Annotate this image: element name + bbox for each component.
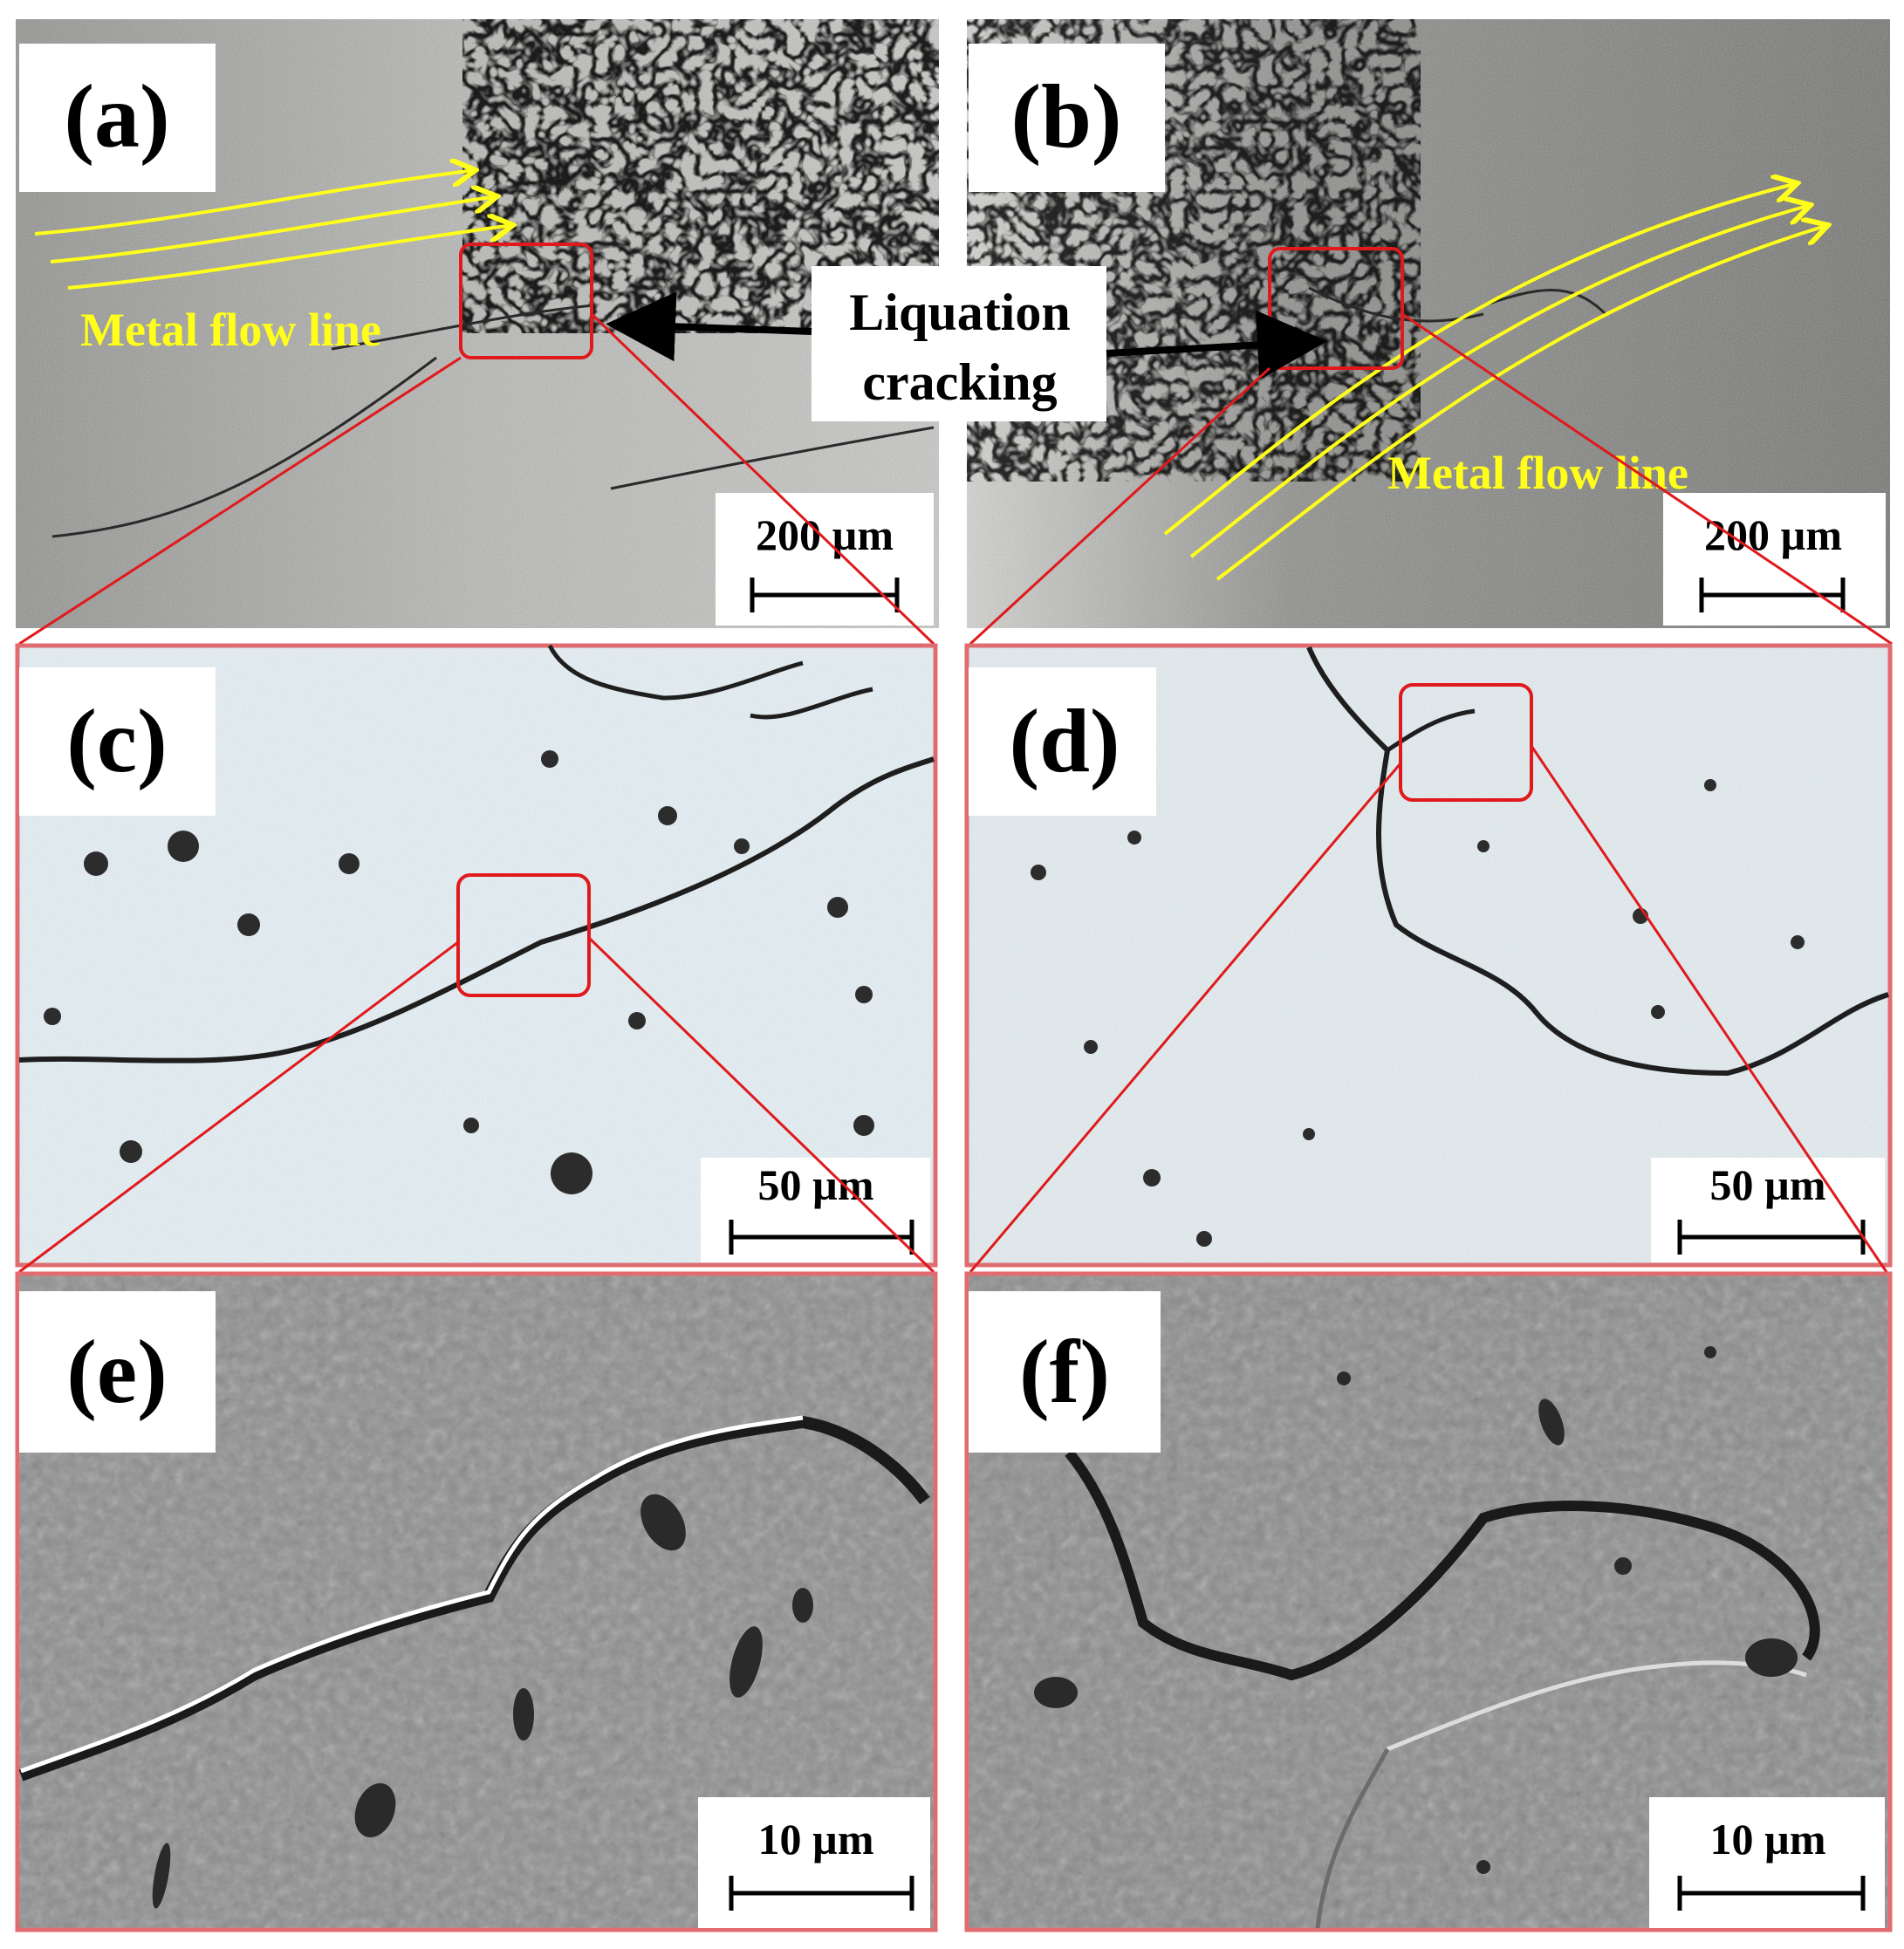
panel-a-cracks (51, 304, 935, 538)
panel-c-scale-bar (729, 1220, 914, 1255)
panel-e-label-box (19, 1291, 216, 1453)
panel-a-scale-text: 200 µm (756, 510, 894, 559)
liquation-label-box (812, 266, 1106, 421)
panel-c-label-box (19, 667, 216, 816)
arrow-left (606, 291, 812, 362)
panel-e-label: (e) (66, 1322, 167, 1422)
panel-a-label-box (19, 44, 216, 192)
panel-e: (e) 10 µm (15, 1271, 938, 1932)
panel-a: (a) Metal flow line 200 µm (16, 19, 939, 628)
panel-d-label-box (969, 667, 1156, 816)
panel-e-pits (152, 1494, 813, 1909)
panel-d-pores (1031, 779, 1805, 1247)
panel-d-crack (1306, 646, 1889, 1077)
panel-e-crack (18, 1415, 930, 1781)
arrow-right (1106, 310, 1327, 380)
panel-e-scale-text: 10 µm (758, 1815, 874, 1864)
panel-b-flow-label: Metal flow line (1387, 447, 1688, 499)
panel-b-scale-text: 200 µm (1704, 510, 1842, 559)
panel-c: (c) 50 µm (15, 643, 938, 1268)
panel-b-zoom-box (1268, 247, 1404, 370)
panel-c-scale-text: 50 µm (758, 1160, 874, 1209)
panel-c-pores (44, 750, 874, 1194)
panel-a-scale-bar (750, 578, 900, 612)
liquation-callout: Liquation cracking (606, 266, 1327, 421)
panel-c-crack (18, 756, 935, 1063)
panel-c-scale-box (701, 1158, 930, 1262)
panel-f-crack-upper (1065, 1449, 1820, 1681)
panel-d-label: (d) (1009, 691, 1120, 791)
panel-f-label-box (969, 1291, 1161, 1453)
liquation-label-line1: Liquation (849, 284, 1070, 341)
panel-f-pits (1034, 1346, 1832, 1874)
zoom-connectors-top (18, 312, 1893, 646)
panel-f-scale-text: 10 µm (1710, 1815, 1826, 1864)
panel-e-scale-bar (729, 1876, 914, 1911)
panel-c-zoom-box (456, 873, 591, 997)
panel-a-label: (a) (64, 66, 169, 167)
panel-a-flow-lines (34, 170, 513, 290)
panel-c-label: (c) (66, 691, 167, 791)
panel-e-scale-box (698, 1797, 930, 1928)
panel-b-flow-lines (1163, 183, 1828, 581)
panel-f-scale-box (1649, 1797, 1885, 1928)
panel-d-scale-text: 50 µm (1710, 1160, 1826, 1209)
panel-f-scale-bar (1677, 1876, 1866, 1911)
panel-f-label: (f) (1019, 1322, 1110, 1422)
panel-d: (d) 50 µm (964, 643, 1893, 1268)
liquation-label-line2: cracking (862, 353, 1057, 411)
panel-f: (f) 10 µm (964, 1271, 1893, 1932)
zoom-connectors-bottom (18, 745, 1888, 1274)
panel-a-flow-label: Metal flow line (80, 304, 381, 356)
panel-b-label-box (969, 44, 1165, 192)
panel-b-label: (b) (1010, 66, 1121, 167)
panel-b: (b) Metal flow line 200 µm (967, 19, 1890, 628)
panel-a-zoom-box (459, 243, 593, 359)
panel-d-zoom-box (1399, 683, 1533, 802)
